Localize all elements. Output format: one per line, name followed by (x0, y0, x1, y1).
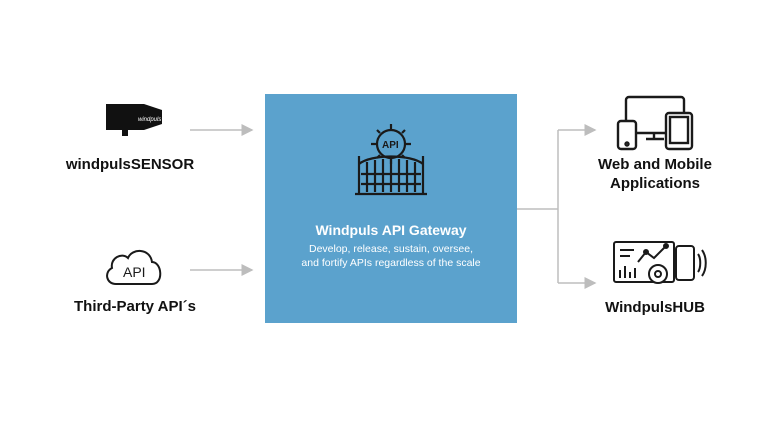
api-gate-icon: API (355, 124, 427, 196)
devices-icon (616, 95, 694, 151)
apps-label-line2: Applications (609, 175, 700, 192)
apps-label-line1: Web and Mobile (598, 156, 712, 173)
sensor-label: windpulsSENSOR (65, 156, 195, 173)
api-gateway-box: API Windpuls API Gateway Develop, releas… (265, 94, 517, 323)
sensor-device-icon: windpuls (106, 104, 162, 136)
cloud-api-icon: API (106, 250, 162, 285)
third-party-label: Third-Party API´s (74, 298, 196, 315)
apps-label: Web and Mobile Applications (585, 155, 725, 193)
gateway-description-line1: Develop, release, sustain, oversee, (308, 243, 473, 255)
svg-text:API: API (123, 264, 146, 280)
gateway-title: Windpuls API Gateway (315, 222, 467, 238)
gateway-description-line2: and fortify APIs regardless of the scale (301, 257, 481, 269)
dashboard-icon (613, 241, 707, 284)
hub-label: WindpulsHUB (605, 299, 705, 316)
svg-text:API: API (382, 140, 399, 151)
gateway-description: Develop, release, sustain, oversee, and … (265, 242, 517, 270)
svg-text:windpuls: windpuls (138, 117, 161, 123)
